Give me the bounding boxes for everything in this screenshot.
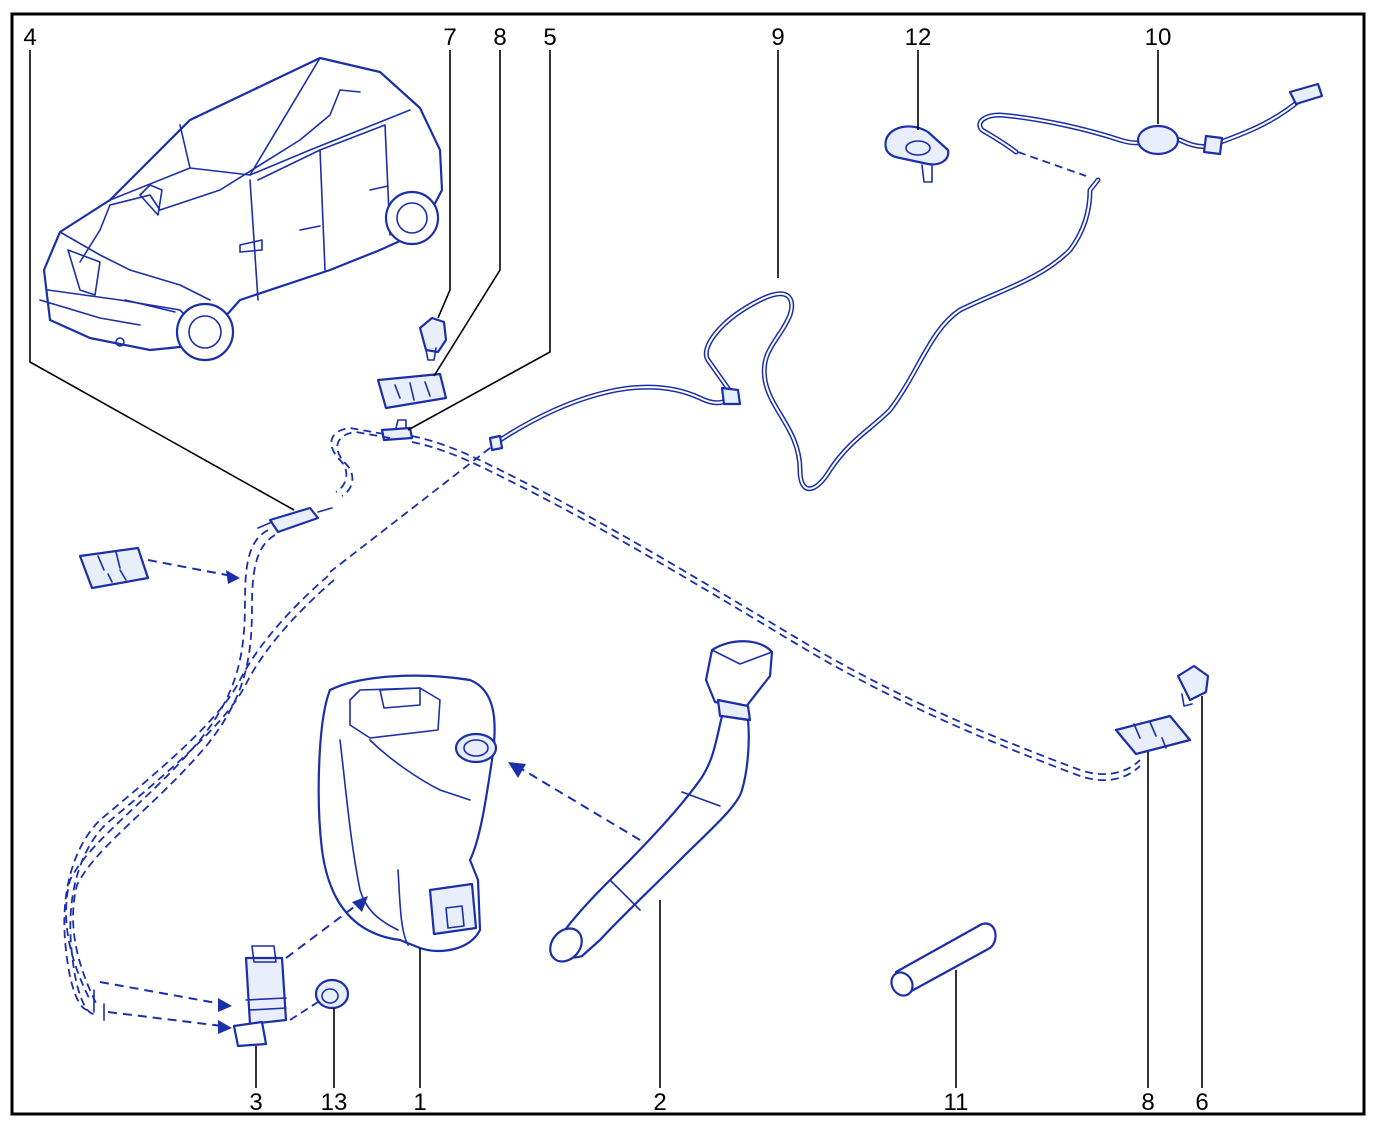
callout-6: 6 xyxy=(1195,1089,1208,1116)
callout-12: 12 xyxy=(905,24,932,51)
part-2-filler-neck xyxy=(549,640,774,963)
callout-3: 3 xyxy=(249,1089,262,1116)
part-1-reservoir xyxy=(317,674,641,952)
callout-11: 11 xyxy=(944,1089,969,1116)
leader-lines xyxy=(29,50,1203,1088)
part-4-connector xyxy=(257,506,333,534)
part-8-bracket-right xyxy=(1114,714,1192,756)
part-6-nozzle-right xyxy=(1176,664,1210,707)
callout-9: 9 xyxy=(771,24,784,51)
part-10-rear-hose xyxy=(977,82,1324,177)
part-12-rear-nozzle xyxy=(884,125,950,183)
part-9-hose xyxy=(488,177,1101,492)
callout-8-bottom: 8 xyxy=(1141,1089,1154,1116)
callout-8-top: 8 xyxy=(493,24,506,51)
callout-5: 5 xyxy=(543,24,556,51)
part-3-pump xyxy=(93,896,368,1048)
dashed-hose-routing xyxy=(63,427,1141,1015)
callout-1: 1 xyxy=(413,1089,426,1116)
callout-7: 7 xyxy=(443,24,456,51)
car-illustration xyxy=(39,56,444,362)
callout-labels: 4 7 8 5 9 12 10 3 13 1 2 11 8 6 xyxy=(23,24,1208,1116)
left-bracket xyxy=(78,546,240,590)
callout-4: 4 xyxy=(23,24,36,51)
part-7-nozzle xyxy=(418,316,448,361)
callout-2: 2 xyxy=(653,1089,666,1116)
part-13-grommet xyxy=(289,978,350,1021)
part-11-sleeve xyxy=(890,922,997,997)
callout-10: 10 xyxy=(1145,24,1172,51)
part-8-bracket-top xyxy=(376,372,448,410)
callout-13: 13 xyxy=(321,1089,348,1116)
